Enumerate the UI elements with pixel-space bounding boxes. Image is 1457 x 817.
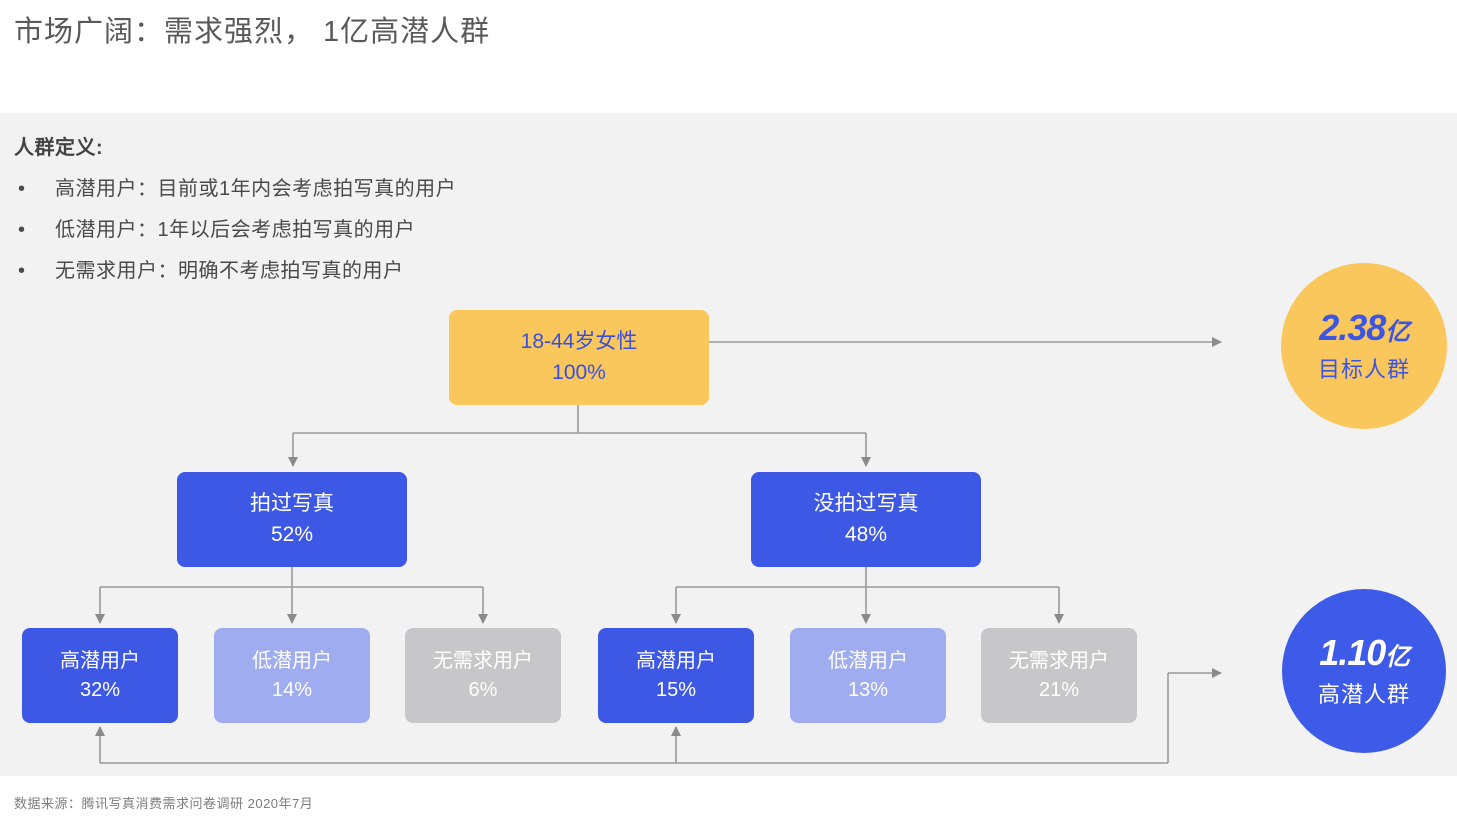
bullet-icon: •	[18, 219, 26, 241]
node-label: 高潜用户	[636, 649, 716, 672]
node-no-demand-6: 无需求用户 6%	[405, 628, 561, 723]
bullet-icon: •	[18, 178, 26, 200]
badge-caption: 目标人群	[1317, 356, 1410, 382]
node-no-photoshoot: 没拍过写真 48%	[751, 472, 981, 567]
node-high-potential-32: 高潜用户 32%	[22, 628, 178, 723]
badge-number-value: 1.10	[1319, 632, 1386, 674]
node-has-photoshoot: 拍过写真 52%	[177, 472, 407, 567]
node-label: 没拍过写真	[813, 492, 919, 516]
definition-item-no-demand: • 无需求用户：明确不考虑拍写真的用户	[18, 254, 658, 283]
definitions-heading: 人群定义:	[14, 137, 104, 159]
node-root-women-18-44: 18-44岁女性 100%	[449, 310, 709, 405]
node-value: 52%	[270, 522, 314, 546]
badge-high-potential-population: 1.10亿 高潜人群	[1282, 589, 1446, 753]
badge-caption: 高潜人群	[1317, 681, 1410, 707]
node-high-potential-15: 高潜用户 15%	[598, 628, 754, 723]
node-label: 18-44岁女性	[520, 330, 638, 354]
node-label: 高潜用户	[60, 649, 140, 672]
node-low-potential-13: 低潜用户 13%	[790, 628, 946, 723]
page-title: 市场广阔：需求强烈， 1亿高潜人群	[14, 16, 491, 48]
node-value: 14%	[271, 678, 313, 701]
node-no-demand-21: 无需求用户 21%	[981, 628, 1137, 723]
node-value: 100%	[552, 360, 606, 384]
node-value: 48%	[844, 522, 888, 546]
node-value: 32%	[79, 678, 121, 701]
node-label: 拍过写真	[250, 492, 334, 516]
node-value: 13%	[847, 678, 889, 701]
data-source-note: 数据来源：腾讯写真消费需求问卷调研 2020年7月	[14, 796, 314, 811]
badge-number-unit: 亿	[1385, 319, 1409, 347]
node-low-potential-14: 低潜用户 14%	[214, 628, 370, 723]
definition-text: 高潜用户：目前或1年内会考虑拍写真的用户	[55, 178, 457, 200]
badge-number-value: 2.38	[1319, 307, 1386, 349]
node-label: 无需求用户	[1009, 649, 1109, 672]
node-label: 低潜用户	[252, 649, 332, 672]
node-label: 低潜用户	[828, 649, 908, 672]
node-value: 6%	[468, 678, 498, 701]
badge-target-population: 2.38亿 目标人群	[1281, 263, 1447, 429]
definition-text: 无需求用户：明确不考虑拍写真的用户	[55, 260, 404, 282]
definition-item-high-potential: • 高潜用户：目前或1年内会考虑拍写真的用户	[18, 172, 658, 201]
bullet-icon: •	[18, 260, 26, 282]
definition-item-low-potential: • 低潜用户：1年以后会考虑拍写真的用户	[18, 213, 658, 242]
node-label: 无需求用户	[433, 649, 533, 672]
node-value: 21%	[1038, 678, 1080, 701]
badge-number: 1.10亿	[1319, 632, 1410, 674]
badge-number: 2.38亿	[1319, 307, 1410, 349]
definition-text: 低潜用户：1年以后会考虑拍写真的用户	[55, 219, 416, 241]
badge-number-unit: 亿	[1385, 644, 1409, 672]
node-value: 15%	[655, 678, 697, 701]
